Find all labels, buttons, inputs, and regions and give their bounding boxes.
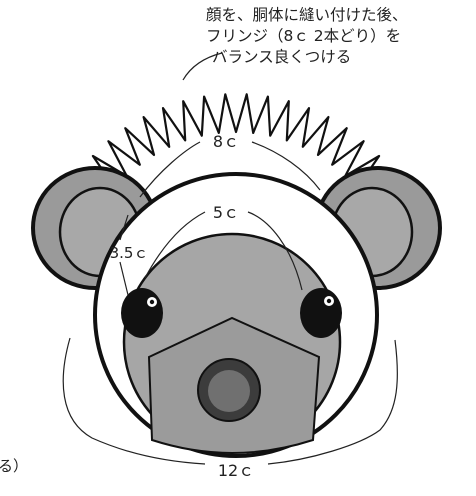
leader-line [182, 52, 223, 81]
right-eye [300, 288, 342, 338]
top-width-label: 8ｃ [213, 132, 239, 151]
side-label: 3.5ｃ [110, 244, 149, 262]
nose-highlight [208, 370, 250, 412]
cut-off-text: る） [0, 457, 29, 475]
instruction-line: バランス良くつける [212, 48, 352, 66]
instruction-line: フリンジ（8ｃ 2本どり）を [206, 27, 402, 45]
left-eye [121, 288, 163, 338]
inner-width-line [144, 211, 303, 291]
instruction-line: 顔を、胴体に縫い付けた後、 [206, 6, 408, 24]
side-line [119, 214, 129, 296]
top-width-line [139, 141, 321, 198]
bottom-width-line [62, 337, 398, 465]
bottom-width-label: 12ｃ [218, 461, 254, 480]
inner-width-label: 5ｃ [213, 203, 239, 222]
instruction-note: 顔を、胴体に縫い付けた後、 フリンジ（8ｃ 2本どり）を バランス良くつける [206, 5, 474, 68]
measurement-lines [62, 52, 398, 465]
